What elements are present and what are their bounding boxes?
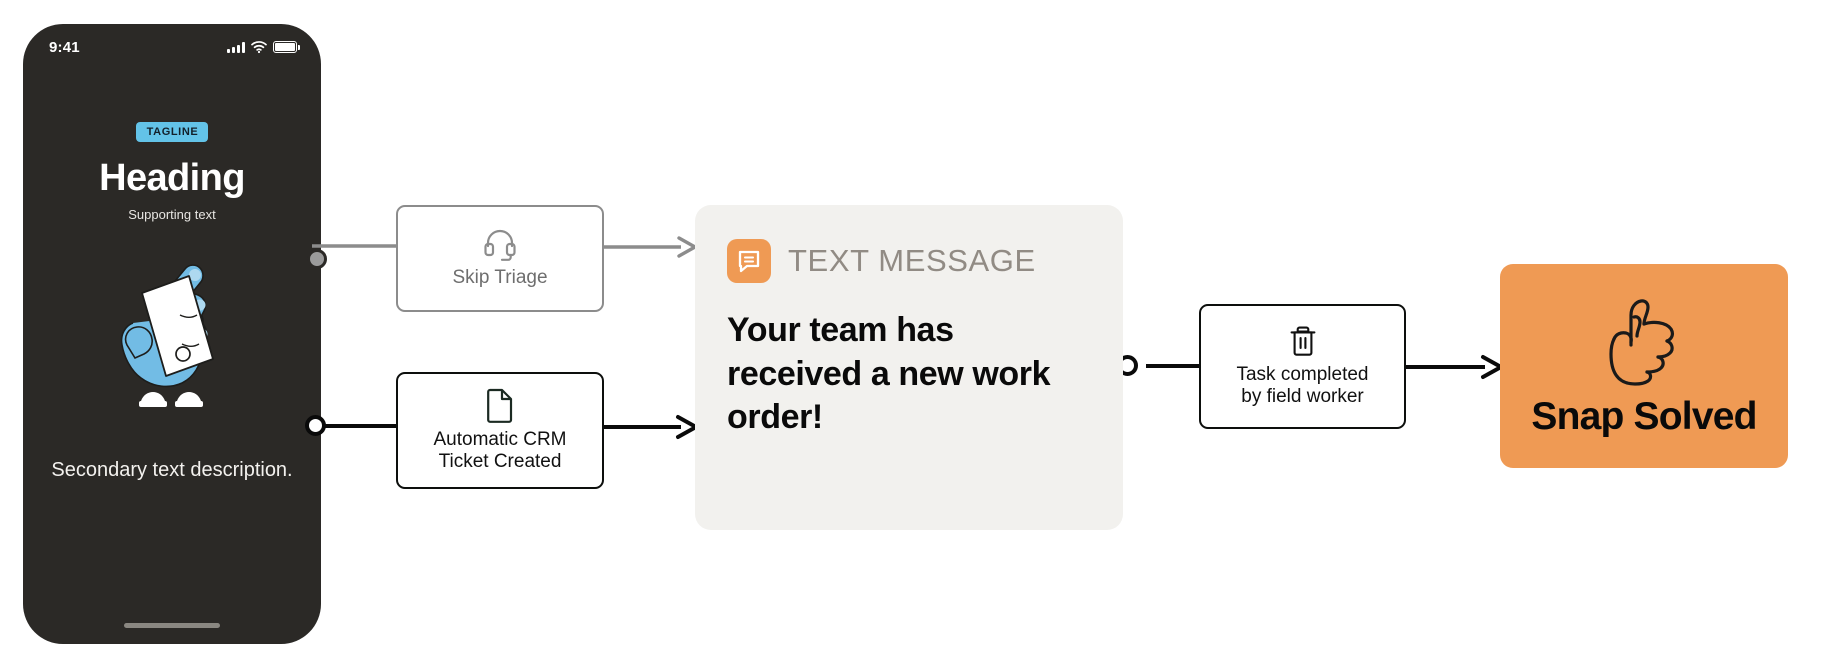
phone-status-bar: 9:41 [23,24,321,70]
secondary-text: Secondary text description. [51,459,293,481]
node-task-completed[interactable]: Task completed by field worker [1199,304,1406,429]
text-message-card: TEXT MESSAGE Your team has received a ne… [695,205,1123,530]
tagline-badge: TAGLINE [135,122,209,142]
phone-content: TAGLINE Heading Supporting text [23,70,321,644]
headset-icon [484,229,516,261]
edge-phone-to-skip-triage [312,244,410,248]
node-label-crm-line2: Ticket Created [438,451,562,472]
edge-skip-triage-to-message [603,236,697,258]
edge-phone-to-crm [312,424,410,428]
page-title: Heading [99,157,245,199]
node-skip-triage[interactable]: Skip Triage [396,205,604,312]
document-icon [487,388,513,423]
connector-dot-crm[interactable] [305,415,326,436]
message-header: TEXT MESSAGE [727,239,1091,283]
node-label-task-line1: Task completed [1236,363,1369,385]
node-crm-ticket[interactable]: Automatic CRM Ticket Created [396,372,604,489]
home-indicator [124,623,220,628]
signal-bars-icon [227,41,245,53]
node-label-task-line2: by field worker [1241,386,1364,407]
node-label-crm-line1: Automatic CRM [433,428,567,450]
edge-task-to-result [1405,355,1503,379]
status-time: 9:41 [49,38,80,56]
message-bubble-glyph [738,250,760,273]
phone-mockup: 9:41 TAGLINE Heading Supporting text [23,24,321,644]
message-bubble-icon [727,239,771,283]
thumbs-up-icon [1609,299,1674,386]
wifi-icon [251,41,267,54]
supporting-text: Supporting text [128,207,216,222]
connector-dot-skip-triage[interactable] [307,249,327,269]
snap-solved-label: Snap Solved [1531,395,1757,438]
hand-holding-phone-illustration [120,264,214,407]
battery-icon [273,41,300,53]
trash-icon [1290,326,1315,356]
edge-message-to-task [1146,364,1202,368]
message-kicker: TEXT MESSAGE [788,243,1036,278]
snap-solved-card[interactable]: Snap Solved [1500,264,1788,468]
edge-crm-to-message [603,415,698,439]
status-icon-group [227,41,300,54]
message-body: Your team has received a new work order! [727,311,1051,437]
node-label-skip-triage: Skip Triage [452,266,548,288]
